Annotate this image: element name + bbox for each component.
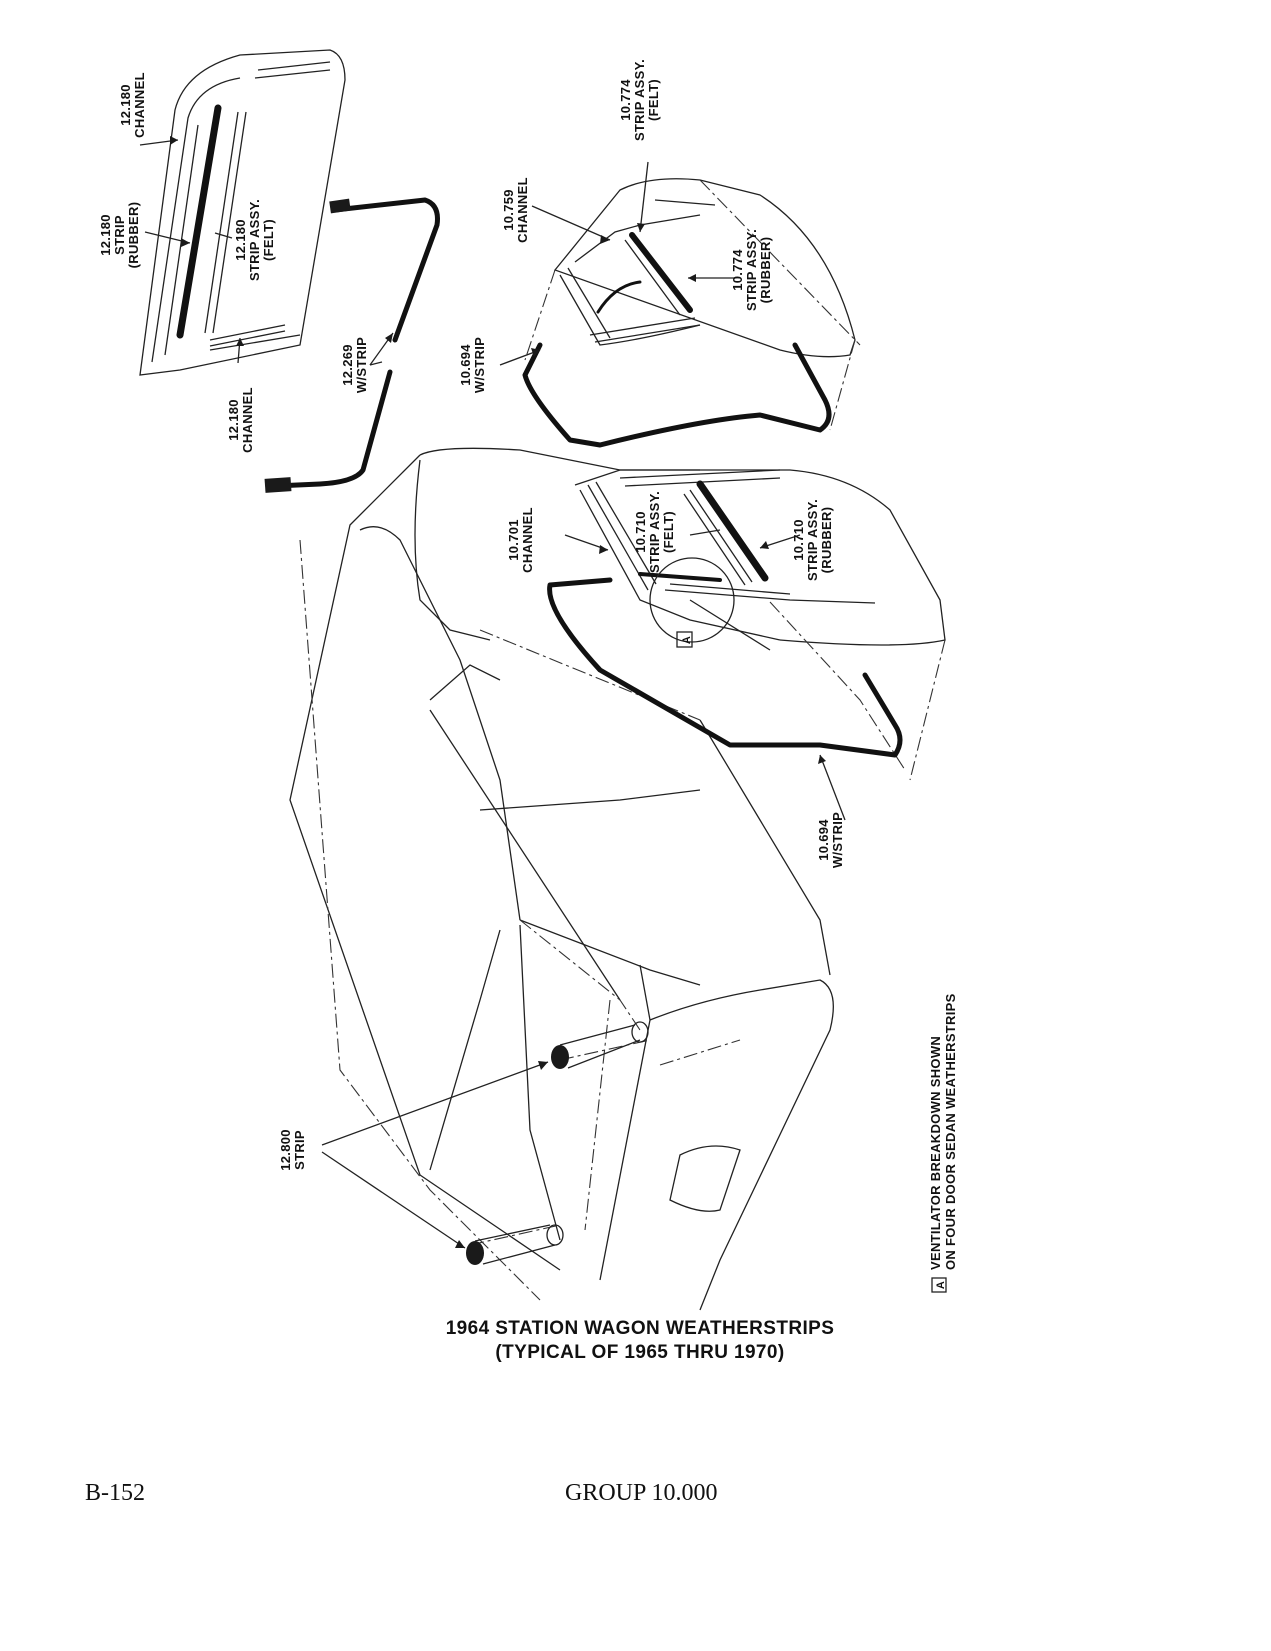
leader-lines xyxy=(139,136,846,1249)
svg-text:(RUBBER): (RUBBER) xyxy=(819,507,834,574)
svg-text:12.180: 12.180 xyxy=(226,399,241,441)
label-10710-strip-felt: 10.710 STRIP ASSY. (FELT) xyxy=(633,491,676,573)
label-10774-strip-felt: 10.774 STRIP ASSY. (FELT) xyxy=(618,59,661,141)
svg-text:10.701: 10.701 xyxy=(506,519,521,561)
svg-text:10.694: 10.694 xyxy=(816,819,831,861)
svg-text:10.710: 10.710 xyxy=(791,519,806,561)
svg-text:12.269: 12.269 xyxy=(340,344,355,386)
group-label: GROUP 10.000 xyxy=(565,1480,718,1506)
label-10694-wstrip-rear: 10.694 W/STRIP xyxy=(458,337,487,393)
svg-text:STRIP ASSY.: STRIP ASSY. xyxy=(247,199,262,281)
svg-text:CHANNEL: CHANNEL xyxy=(515,177,530,243)
label-10701-channel: 10.701 CHANNEL xyxy=(506,507,535,573)
label-12180-channel-bottom: 12.180 CHANNEL xyxy=(226,387,255,453)
label-10710-strip-rubber: 10.710 STRIP ASSY. (RUBBER) xyxy=(791,499,834,581)
svg-text:10.710: 10.710 xyxy=(633,511,648,553)
label-10694-wstrip-front: 10.694 W/STRIP xyxy=(816,812,845,868)
label-12180-channel-top: 12.180 CHANNEL xyxy=(118,72,147,138)
svg-text:10.774: 10.774 xyxy=(618,79,633,121)
svg-text:12.180: 12.180 xyxy=(118,84,133,126)
rear-strip-retainers xyxy=(466,1021,649,1265)
front-door-panel xyxy=(574,469,946,781)
svg-text:(RUBBER): (RUBBER) xyxy=(758,237,773,304)
rear-door-panel xyxy=(524,178,861,431)
svg-text:STRIP ASSY.: STRIP ASSY. xyxy=(632,59,647,141)
svg-text:W/STRIP: W/STRIP xyxy=(830,812,845,868)
legend-line-2: ON FOUR DOOR SEDAN WEATHERSTRIPS xyxy=(943,993,958,1270)
svg-text:(FELT): (FELT) xyxy=(661,511,676,553)
svg-text:10.774: 10.774 xyxy=(730,249,745,291)
tailgate-panel xyxy=(139,49,346,376)
callout-a-text: A xyxy=(681,636,693,644)
label-12269-wstrip: 12.269 W/STRIP xyxy=(340,337,369,393)
svg-text:STRIP ASSY.: STRIP ASSY. xyxy=(647,491,662,573)
svg-text:(FELT): (FELT) xyxy=(261,219,276,261)
svg-text:12.180: 12.180 xyxy=(233,219,248,261)
svg-text:10.759: 10.759 xyxy=(501,189,516,231)
label-10774-strip-rubber: 10.774 STRIP ASSY. (RUBBER) xyxy=(730,229,773,311)
diagram-caption-line-2: (TYPICAL OF 1965 THRU 1970) xyxy=(495,1342,785,1363)
svg-text:CHANNEL: CHANNEL xyxy=(240,387,255,453)
label-12800-strip: 12.800 STRIP xyxy=(278,1129,307,1171)
legend-line-1: VENTILATOR BREAKDOWN SHOWN xyxy=(928,1036,943,1270)
legend-marker: A xyxy=(935,1281,947,1289)
svg-text:(RUBBER): (RUBBER) xyxy=(126,202,141,269)
diagram-caption-line-1: 1964 STATION WAGON WEATHERSTRIPS xyxy=(445,1318,835,1339)
body-shell xyxy=(289,447,834,1311)
front-door-weatherstrip xyxy=(547,577,903,758)
svg-text:STRIP: STRIP xyxy=(292,1130,307,1170)
svg-text:W/STRIP: W/STRIP xyxy=(472,337,487,393)
svg-text:W/STRIP: W/STRIP xyxy=(354,337,369,393)
svg-text:CHANNEL: CHANNEL xyxy=(132,72,147,138)
svg-text:12.180: 12.180 xyxy=(98,214,113,256)
svg-text:10.694: 10.694 xyxy=(458,344,473,386)
callout-a: A xyxy=(676,631,693,648)
svg-text:STRIP ASSY.: STRIP ASSY. xyxy=(805,499,820,581)
label-12180-strip-rubber: 12.180 STRIP (RUBBER) xyxy=(98,202,141,269)
svg-text:12.800: 12.800 xyxy=(278,1129,293,1171)
liftgate-weatherstrip xyxy=(264,197,440,493)
legend: A VENTILATOR BREAKDOWN SHOWN ON FOUR DOO… xyxy=(928,993,958,1293)
svg-text:CHANNEL: CHANNEL xyxy=(520,507,535,573)
label-12180-strip-felt: 12.180 STRIP ASSY. (FELT) xyxy=(233,199,276,281)
svg-text:STRIP: STRIP xyxy=(112,215,127,255)
label-10759-channel: 10.759 CHANNEL xyxy=(501,177,530,243)
svg-text:(FELT): (FELT) xyxy=(646,79,661,121)
page-number: B-152 xyxy=(85,1480,145,1506)
rear-door-weatherstrip xyxy=(522,342,832,448)
svg-text:STRIP ASSY.: STRIP ASSY. xyxy=(744,229,759,311)
